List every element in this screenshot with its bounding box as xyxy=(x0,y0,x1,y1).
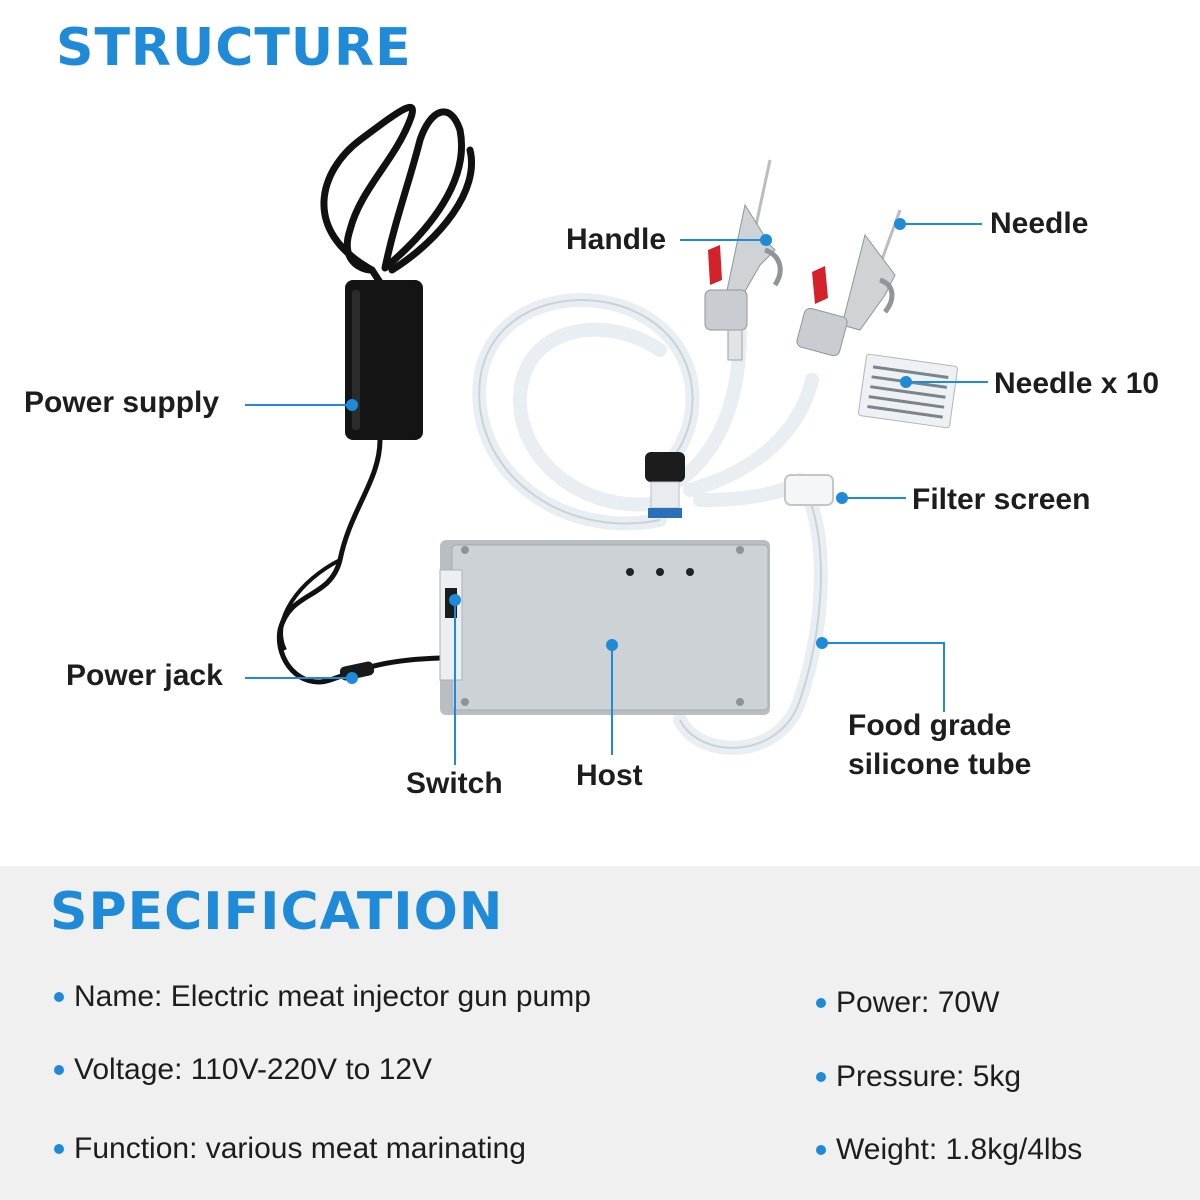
needle-pack xyxy=(858,353,958,429)
spec-item-function: Function: various meat marinating xyxy=(54,1132,526,1166)
y-connector xyxy=(645,452,685,482)
host-box xyxy=(439,540,770,715)
spec-item-voltage: Voltage: 110V-220V to 12V xyxy=(54,1053,432,1087)
bullet-icon xyxy=(816,1145,826,1155)
spec-item-power: Power: 70W xyxy=(816,986,999,1020)
product-diagram xyxy=(245,104,988,765)
bullet-icon xyxy=(54,1144,64,1154)
power-cable xyxy=(276,439,441,685)
structure-title: STRUCTURE xyxy=(56,18,412,78)
spec-item-text: Voltage: 110V-220V to 12V xyxy=(74,1053,433,1086)
spec-item-text: Name: Electric meat injector gun pump xyxy=(74,980,591,1013)
bullet-icon xyxy=(816,998,826,1008)
needle-label: Needle xyxy=(990,207,1089,240)
power-cable-loop xyxy=(279,558,341,651)
silicone-tube-label: Food grade silicone tube xyxy=(848,706,1031,784)
spec-item-text: Function: various meat marinating xyxy=(74,1132,526,1165)
spec-item-text: Power: 70W xyxy=(836,986,1000,1019)
spec-item-name: Name: Electric meat injector gun pump xyxy=(54,980,591,1014)
bullet-icon xyxy=(816,1072,826,1082)
specification-title: SPECIFICATION xyxy=(50,882,504,942)
power-jack-label: Power jack xyxy=(66,659,223,692)
bullet-icon xyxy=(54,1065,64,1075)
power-adapter-highlight xyxy=(352,290,360,430)
power-supply-label: Power supply xyxy=(24,386,220,419)
injector-gun-1 xyxy=(704,159,783,361)
silicone-tube-label-line2: silicone tube xyxy=(848,748,1032,781)
spec-item-text: Pressure: 5kg xyxy=(836,1060,1022,1093)
switch-label: Switch xyxy=(406,767,503,800)
power-adapter xyxy=(345,280,423,440)
callout-lines xyxy=(245,218,988,765)
specification-panel xyxy=(0,866,1200,1200)
needle-pack-label: Needle x 10 xyxy=(994,367,1160,400)
filter-screen-label: Filter screen xyxy=(912,483,1091,516)
filter-screen-part xyxy=(784,474,834,506)
spec-item-weight: Weight: 1.8kg/4lbs xyxy=(816,1133,1082,1167)
handle-label: Handle xyxy=(566,223,667,256)
silicone-tube-label-line1: Food grade xyxy=(848,709,1012,742)
spec-item-pressure: Pressure: 5kg xyxy=(816,1060,1021,1094)
host-label: Host xyxy=(576,759,643,792)
power-cord-coil xyxy=(320,104,475,294)
spec-item-text: Weight: 1.8kg/4lbs xyxy=(836,1133,1083,1166)
injector-gun-2 xyxy=(796,209,902,357)
bullet-icon xyxy=(54,992,64,1002)
